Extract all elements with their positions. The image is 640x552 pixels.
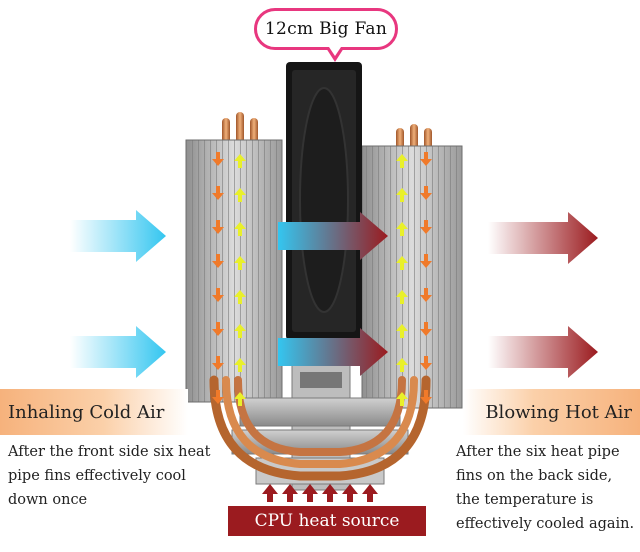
heat-flow-arrow-icon (396, 392, 408, 406)
heat-pipe-loops (209, 375, 431, 481)
inhaling-cold-air-description: After the front side six heat pipe fins … (8, 444, 211, 508)
blowing-hot-air-title: Blowing Hot Air (485, 401, 632, 423)
heat-flow-arrow-icon (420, 356, 432, 370)
fan-callout-label: 12cm Big Fan (264, 19, 388, 39)
airflow-through-arrow-icon (278, 212, 388, 376)
hot-air-arrow-icon (488, 212, 598, 378)
heat-flow-arrow-icon (420, 220, 432, 234)
heat-flow-arrow-icon (234, 290, 246, 304)
heat-flow-arrow-icon (212, 322, 224, 336)
heat-flow-arrow-icon (396, 188, 408, 202)
fan-body (286, 62, 362, 340)
cpu-heat-source-banner: CPU heat source (228, 506, 426, 536)
heat-flow-arrow-icon (420, 152, 432, 166)
heat-flow-arrow-icon (396, 358, 408, 372)
heat-flow-arrow-icon (420, 254, 432, 268)
heat-flow-arrow-icon (212, 186, 224, 200)
heat-up-arrow-icon (212, 152, 432, 406)
heat-flow-arrow-icon (396, 290, 408, 304)
heat-source-up-arrow-icon (282, 484, 298, 502)
heat-flow-arrow-icon (212, 152, 224, 166)
heat-flow-arrow-icon (234, 324, 246, 338)
heat-source-up-arrow-icon (302, 484, 318, 502)
heat-flow-arrow-icon (212, 356, 224, 370)
heat-flow-arrow-icon (234, 358, 246, 372)
heat-flow-arrow-icon (396, 324, 408, 338)
inhaling-cold-air-title: Inhaling Cold Air (8, 401, 165, 423)
heat-source-arrow-icon (262, 484, 378, 502)
heat-flow-arrow-icon (420, 390, 432, 404)
heat-flow-arrow-icon (234, 392, 246, 406)
heat-flow-arrow-icon (234, 256, 246, 270)
heat-flow-arrow-icon (396, 256, 408, 270)
heat-flow-arrow-icon (212, 254, 224, 268)
blowing-hot-air-label: Blowing Hot Air (463, 389, 640, 435)
heat-flow-arrow-icon (396, 222, 408, 236)
heat-source-up-arrow-icon (322, 484, 338, 502)
cpu-heat-source-label: CPU heat source (254, 511, 400, 531)
right-fin-stack (361, 145, 463, 409)
heat-flow-arrow-icon (420, 186, 432, 200)
heat-flow-arrow-icon (212, 288, 224, 302)
left-fin-stack (185, 139, 283, 403)
fan-callout: 12cm Big Fan (254, 8, 398, 50)
heat-flow-arrow-icon (234, 188, 246, 202)
heat-flow-arrow-icon (420, 322, 432, 336)
heat-flow-arrow-icon (396, 154, 408, 168)
heat-flow-arrow-icon (212, 220, 224, 234)
heat-flow-arrow-icon (234, 222, 246, 236)
fan-callout-tail-inner (329, 47, 341, 56)
blowing-hot-air-description: After the six heat pipe fins on the back… (456, 444, 635, 532)
heat-source-up-arrow-icon (342, 484, 358, 502)
heat-source-up-arrow-icon (362, 484, 378, 502)
heat-flow-arrow-icon (212, 390, 224, 404)
cold-air-arrow-icon (70, 210, 166, 378)
inhaling-cold-air-label: Inhaling Cold Air (0, 389, 188, 435)
heat-source-up-arrow-icon (262, 484, 278, 502)
heat-flow-arrow-icon (420, 288, 432, 302)
heat-flow-arrow-icon (234, 154, 246, 168)
